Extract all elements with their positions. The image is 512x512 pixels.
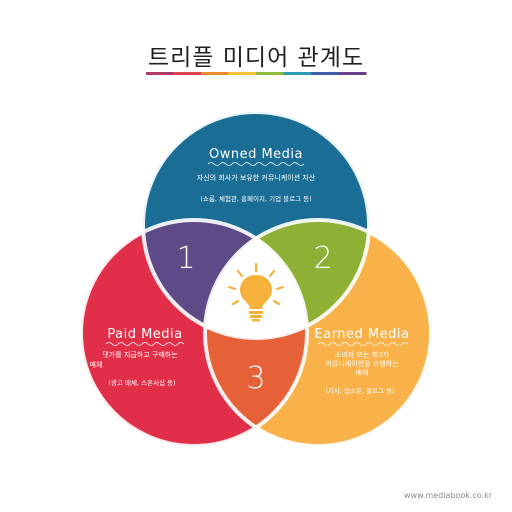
- paid-media-description-line2: 매체: [90, 361, 103, 369]
- earned-media-title: Earned Media: [315, 327, 410, 342]
- owned-media-wave: [207, 162, 305, 166]
- earned-media-description-line1: 소비자 또는 제3자: [335, 350, 390, 359]
- title-color-segment: [201, 72, 229, 75]
- title-color-segment: [256, 72, 284, 75]
- title-color-segment: [228, 72, 257, 75]
- page-title: 트리플 미디어 관계도: [147, 45, 365, 71]
- owned-media-description: 자신의 회사가 보유한 커뮤니케이션 자산: [197, 173, 316, 182]
- earned-media-wave: [317, 342, 409, 346]
- overlap-number-1: 1: [176, 241, 195, 276]
- title-color-segment: [338, 72, 367, 75]
- title-color-segment: [283, 72, 312, 75]
- overlap-number-2: 2: [313, 241, 332, 276]
- earned-media-examples: (기사, 입소문, 블로그 등): [325, 386, 394, 395]
- footer-url: www.mediabook.co.kr: [403, 491, 492, 500]
- earned-media-description-line2: 커뮤니케이션을 수행하는: [325, 359, 399, 368]
- lightbulb-icon: [227, 262, 285, 322]
- owned-media-examples: (쇼룸, 체험관, 홈페이지, 기업 블로그 등): [200, 194, 311, 203]
- paid-media-wave: [105, 342, 185, 346]
- paid-media-examples: (광고 매체, 스폰서십 등): [108, 378, 175, 387]
- title-color-segment: [173, 72, 202, 75]
- overlap-number-3: 3: [246, 361, 265, 396]
- title-color-segment: [311, 72, 339, 75]
- earned-media-description-line3: 매체: [356, 369, 369, 377]
- title-color-segment: [146, 72, 174, 75]
- paid-media-title: Paid Media: [107, 327, 182, 342]
- paid-media-description-line1: 댓가를 지급하고 구매하는: [102, 350, 178, 359]
- title-color-bar: [146, 72, 367, 75]
- owned-media-title: Owned Media: [209, 147, 303, 162]
